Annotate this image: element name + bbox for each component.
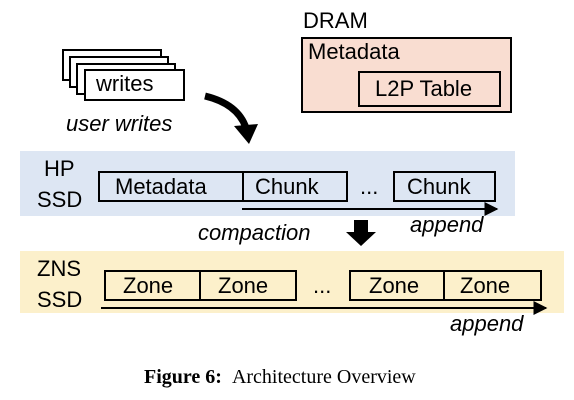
hp-ssd-label-line1: HP [44, 156, 75, 181]
figure-number: Figure 6: [144, 366, 222, 388]
hp-ssd-label-line2: SSD [37, 187, 83, 212]
zns-zone-box-2 [199, 270, 297, 301]
user-writes-label: user writes [66, 111, 173, 136]
hp-metadata-label: Metadata [115, 174, 207, 199]
zns-append-label: append [450, 311, 524, 336]
hp-ssd-band [20, 151, 515, 216]
zns-zone-box-4 [443, 270, 542, 301]
figure-caption: Figure 6: Architecture Overview [144, 367, 416, 387]
zns-zone-label-2: Zone [218, 273, 269, 298]
hp-ellipsis: ... [360, 174, 379, 199]
zns-zone-label-3: Zone [369, 273, 420, 298]
hp-append-label: append [410, 212, 484, 237]
writes-label: writes [96, 71, 154, 96]
hp-last-chunk-box [393, 171, 496, 202]
dram-metadata-label: Metadata [308, 39, 400, 64]
user-writes-arrowhead [234, 124, 258, 144]
user-writes-arrow [204, 92, 250, 130]
l2p-table-label: L2P Table [375, 76, 473, 101]
hp-chunk-box [242, 171, 348, 202]
compaction-label: compaction [198, 220, 311, 245]
figure-title: Architecture Overview [231, 366, 416, 388]
zns-zone-label-1: Zone [123, 273, 174, 298]
zns-ellipsis: ... [313, 273, 332, 298]
compaction-arrow [346, 220, 376, 246]
zns-ssd-label-line2: SSD [37, 287, 83, 312]
writes-card [84, 69, 185, 101]
dram-title: DRAM [303, 8, 368, 33]
zns-ssd-label-line1: ZNS [37, 256, 81, 281]
dram-box [301, 37, 512, 113]
zns-ssd-band [20, 251, 564, 313]
hp-chunk-label: Chunk [255, 174, 319, 199]
l2p-table-box [358, 71, 501, 107]
zns-zone-label-4: Zone [460, 273, 511, 298]
hp-last-chunk-label: Chunk [407, 174, 471, 199]
